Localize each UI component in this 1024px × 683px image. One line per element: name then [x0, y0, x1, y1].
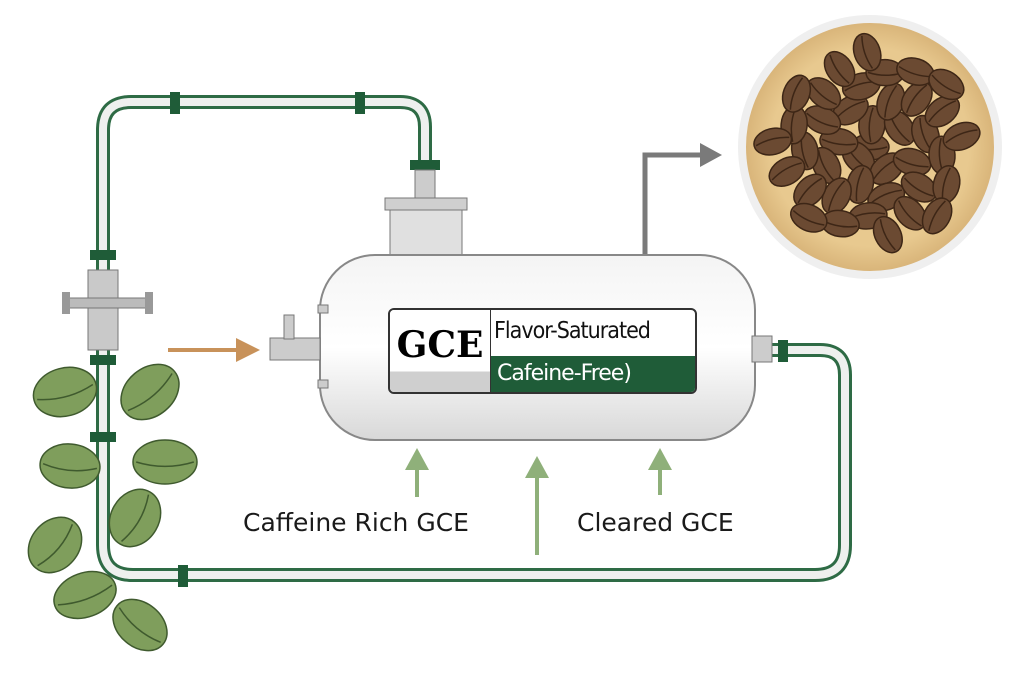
- tank-label-line2: Cafeine-Free): [491, 356, 695, 392]
- roasted-bean: [928, 68, 965, 101]
- green-bean: [53, 570, 117, 620]
- label-caffeine-rich: Caffeine Rich GCE: [243, 508, 469, 537]
- green-bean: [120, 363, 180, 421]
- roasted-bean: [823, 50, 856, 88]
- green-coffee-beans: [27, 363, 198, 652]
- roasted-bean: [852, 32, 882, 72]
- roasted-bean: [872, 215, 903, 254]
- green-bean: [108, 488, 162, 548]
- up-arrows: [405, 448, 672, 555]
- output-arrow: [642, 152, 705, 258]
- input-arrowhead: [236, 338, 260, 362]
- roasted-bean: [790, 202, 828, 233]
- green-bean: [39, 443, 101, 489]
- tank-top-cap: [384, 169, 468, 259]
- tank-label-code: GCE: [390, 310, 491, 392]
- tank-label-line1: Flavor-Saturated: [494, 318, 651, 344]
- valve-icon: [62, 269, 153, 351]
- green-bean: [132, 439, 198, 485]
- roasted-bean: [753, 127, 793, 156]
- tank-label: GCE Flavor-Saturated Cafeine-Free): [388, 308, 697, 394]
- output-arrowhead: [700, 143, 722, 167]
- green-bean: [27, 516, 83, 574]
- green-bean: [112, 598, 168, 652]
- roasted-bean: [942, 121, 981, 152]
- roasted-beans-bowl: [738, 15, 1002, 279]
- label-cleared: Cleared GCE: [577, 508, 734, 537]
- roasted-bean: [921, 197, 953, 235]
- roasted-bean: [924, 95, 961, 128]
- tank-fittings: [269, 304, 773, 389]
- roasted-bean: [793, 173, 827, 208]
- green-bean: [32, 366, 98, 418]
- roasted-bean: [768, 156, 806, 187]
- pipe-loop: [96, 95, 852, 582]
- roasted-bean: [781, 74, 812, 113]
- roasted-bean: [819, 127, 859, 156]
- pipe-clamps: [90, 92, 788, 587]
- roasted-bean: [893, 195, 927, 231]
